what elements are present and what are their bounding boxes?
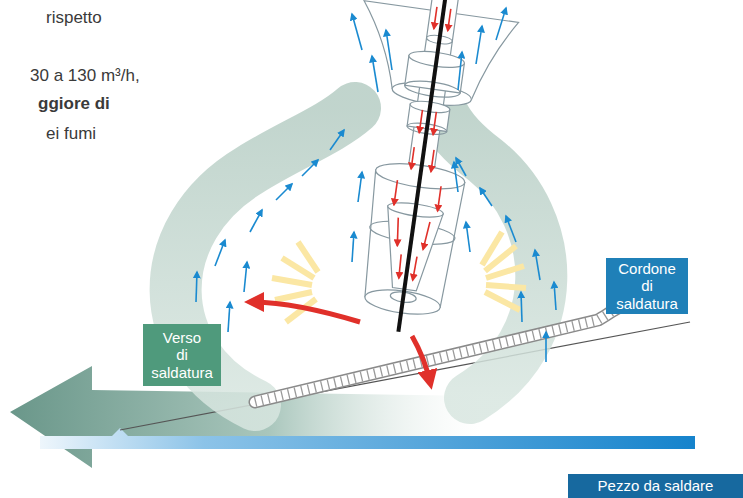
gas-arrow <box>398 254 402 278</box>
gas-arrow <box>413 256 417 280</box>
fume-arrow <box>476 26 482 64</box>
fume-arrow <box>196 272 197 302</box>
fume-arrow <box>496 8 506 40</box>
welding-torch <box>319 0 523 342</box>
fume-arrow <box>535 250 540 280</box>
glow-ray <box>482 232 502 265</box>
weld-bead <box>255 302 642 402</box>
gas-arrows <box>384 5 466 282</box>
fume-arrow <box>466 222 470 252</box>
fume-arrow <box>276 184 292 200</box>
gas-arrow <box>419 110 422 133</box>
fume-arrow <box>352 232 354 262</box>
box-text: Pezzo da saldare <box>598 477 714 494</box>
fume-arrow <box>215 240 225 266</box>
label-box: Verso di saldatura <box>143 324 221 386</box>
label-box: Pezzo da saldare <box>568 474 743 498</box>
glow-ray <box>486 285 526 288</box>
bead-ripples <box>255 302 642 402</box>
fume-arrow <box>545 332 547 362</box>
gas-arrow <box>431 150 434 172</box>
label-box: Cordone di saldatura <box>606 258 688 314</box>
leader-line <box>590 300 606 315</box>
box-text: Verso di saldatura <box>146 329 218 381</box>
text-fragment: ggiore di <box>38 94 110 114</box>
fume-arrow <box>458 52 462 90</box>
bead-body <box>255 302 642 402</box>
gas-arrow <box>434 7 437 29</box>
text-fragment: ei fumi <box>46 124 96 144</box>
fume-arrow <box>554 282 556 310</box>
workpiece <box>40 428 695 449</box>
extraction-hood <box>353 1 519 105</box>
fume-arrow <box>352 14 362 50</box>
fume-arrow <box>330 130 344 150</box>
fume-arrow <box>386 30 392 70</box>
fume-arrow <box>228 302 230 332</box>
fume-arrow <box>250 210 262 232</box>
wire <box>398 0 447 332</box>
joint-line <box>120 322 690 430</box>
bead-outline <box>255 302 642 402</box>
box-text: Cordone di saldatura <box>609 260 685 312</box>
fume-arrow <box>454 162 458 192</box>
gas-arrow <box>394 218 401 246</box>
glow-ray <box>275 292 312 300</box>
fume-arrow <box>506 216 516 242</box>
text-fragment: 30 a 130 m³/h, <box>30 66 140 86</box>
gas-arrow <box>394 180 397 205</box>
glow-ray <box>485 292 520 310</box>
gas-arrow <box>448 9 451 31</box>
text-fragment: rispetto <box>46 8 102 28</box>
glow-ray <box>272 278 312 285</box>
gas-exit-arrow <box>252 302 360 322</box>
gas-arrow <box>411 147 414 169</box>
fume-arrow <box>372 56 378 92</box>
fume-arrows <box>196 8 556 362</box>
gas-arrow <box>423 222 430 250</box>
fume-arrow <box>521 292 522 322</box>
gas-exit-arrow <box>412 336 430 382</box>
glow-ray <box>298 242 318 272</box>
gas-arrow <box>438 186 441 211</box>
fume-arrow <box>480 188 492 206</box>
fume-arrow <box>244 262 247 292</box>
fume-arrow <box>456 158 466 176</box>
fume-arrow <box>302 160 318 176</box>
gas-arrow <box>433 112 436 135</box>
fume-arrow <box>358 172 362 202</box>
